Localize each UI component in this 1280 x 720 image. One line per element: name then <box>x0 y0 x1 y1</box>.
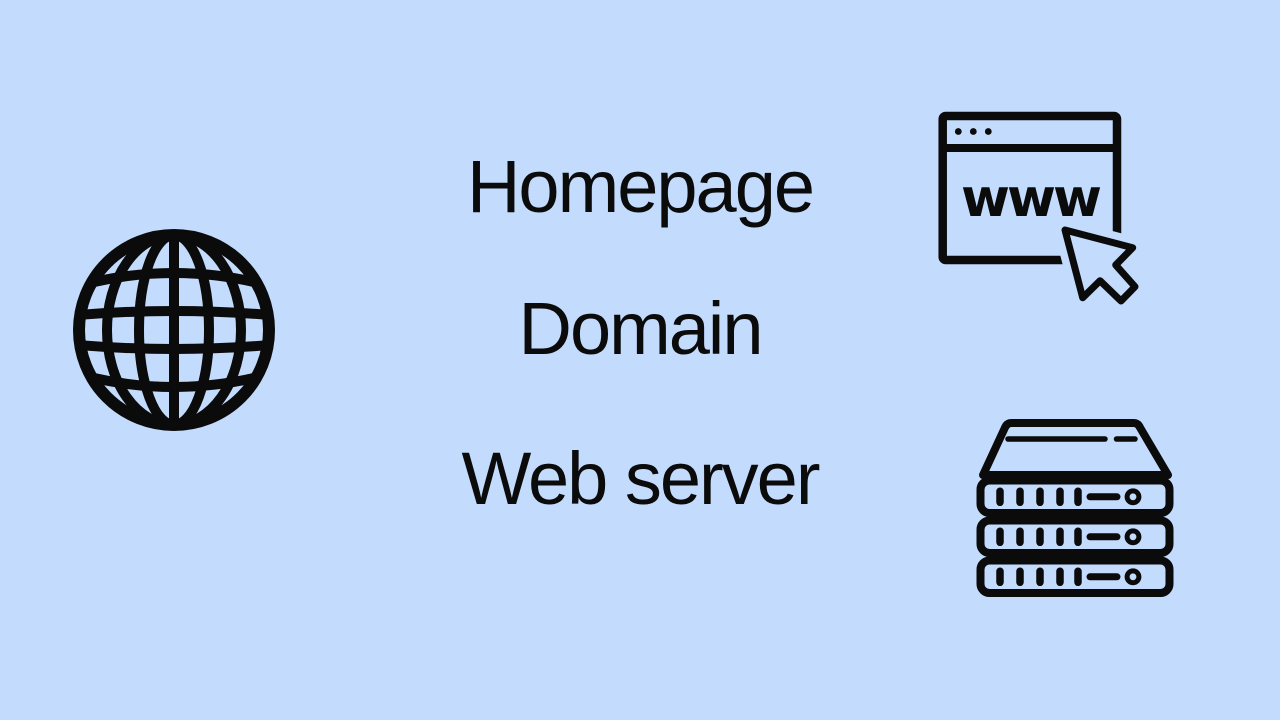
label-homepage: Homepage <box>466 145 815 228</box>
server-unit-1 <box>976 476 1174 517</box>
browser-frame <box>938 111 1122 265</box>
window-dots-icon <box>954 128 992 135</box>
globe-outline <box>73 229 275 431</box>
globe-icon <box>73 229 275 431</box>
server-rack-icon <box>976 419 1174 597</box>
label-domain: Domain <box>518 287 764 370</box>
label-web-server: Web server <box>461 437 821 520</box>
server-lid <box>979 419 1172 479</box>
globe-parallels <box>79 268 269 392</box>
server-unit-3 <box>976 556 1174 597</box>
server-unit-2 <box>976 516 1174 557</box>
cursor-arrow-icon <box>1054 219 1145 308</box>
browser-window-www-icon: www <box>938 111 1145 308</box>
www-address-text: www <box>961 168 1101 229</box>
